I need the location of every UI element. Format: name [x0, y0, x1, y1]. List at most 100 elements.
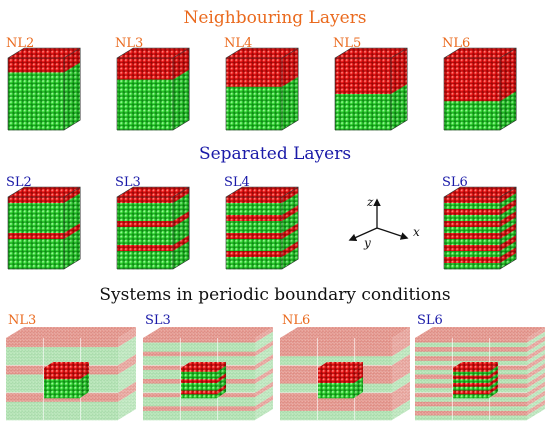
periodic-red-layer: [415, 401, 527, 407]
green-atom-layer: [117, 122, 173, 131]
periodic-side-layer: [527, 381, 545, 398]
periodic-side-layer: [255, 331, 273, 348]
green-atom-layer: [444, 115, 500, 124]
periodic-red-layer: [280, 338, 392, 348]
cube-sl4: SL4: [224, 175, 299, 270]
periodic-green-layer: [415, 351, 527, 357]
red-atom-layer: [226, 79, 282, 88]
x-axis-label: x: [413, 225, 420, 239]
central-side-layer: [354, 365, 363, 376]
green-atom-layer: [44, 390, 80, 395]
periodic-green-layer: [415, 415, 527, 421]
central-side-layer: [80, 365, 89, 376]
green-atom-layer: [181, 386, 217, 391]
central-cell: [44, 362, 89, 399]
periodic-side-layer: [255, 340, 273, 357]
green-atom-layer: [318, 386, 354, 391]
red-atom-layer: [453, 368, 489, 373]
system-label: SL3: [145, 313, 171, 328]
red-atom-layer-side: [282, 223, 299, 240]
cube-top-face: [335, 48, 408, 58]
green-atom-layer-side: [173, 223, 190, 240]
green-atom-layer-side: [173, 91, 190, 109]
green-atom-layer: [8, 101, 64, 109]
green-atom-layer: [8, 263, 64, 270]
periodic-side-layer: [118, 390, 136, 411]
green-atom-layer: [181, 375, 217, 380]
red-atom-layer-side: [173, 187, 190, 204]
green-atom-layer: [117, 94, 173, 102]
periodic-green-layer: [280, 410, 392, 421]
red-atom-layer: [226, 215, 282, 222]
central-side-layer: [489, 365, 498, 376]
central-cell: [318, 362, 363, 399]
cube-sl2: SL2: [6, 175, 81, 270]
periodic-side-layer: [527, 390, 545, 407]
green-atom-layer: [226, 108, 282, 116]
periodic-green-layer: [143, 347, 255, 352]
periodic-side-layer: [255, 386, 273, 402]
red-atom-layer: [335, 65, 391, 73]
green-atom-layer: [453, 394, 489, 399]
green-atom-layer-side: [173, 69, 190, 88]
green-atom-layer-side: [173, 253, 190, 270]
green-atom-layer: [444, 227, 500, 234]
red-atom-layer: [181, 368, 217, 373]
periodic-side-layer: [527, 395, 545, 411]
green-atom-layer-side: [500, 229, 517, 246]
green-atom-layer-side: [282, 247, 299, 264]
system-label: SL6: [442, 175, 468, 190]
central-side-layer: [80, 373, 89, 383]
red-atom-layer-side: [500, 187, 517, 204]
red-atom-layer-side: [500, 62, 517, 80]
red-atom-layer: [335, 79, 391, 88]
system-label: NL4: [224, 36, 252, 51]
periodic-red-layer: [415, 410, 527, 416]
green-atom-layer: [8, 245, 64, 252]
periodic-side-layer: [255, 349, 273, 366]
red-atom-layer-side: [64, 223, 81, 240]
y-axis-arrow: [348, 227, 378, 242]
periodic-side-layer: [255, 345, 273, 361]
green-atom-layer: [335, 94, 391, 102]
periodic-side-layer: [527, 368, 545, 384]
periodic-side-layer: [255, 368, 273, 384]
central-side-layer: [217, 384, 226, 395]
green-atom-layer-side: [64, 193, 81, 210]
periodic-red-layer: [280, 401, 392, 412]
red-atom-layer: [44, 371, 80, 376]
green-atom-layer: [8, 79, 64, 88]
central-top-face: [318, 362, 363, 368]
green-atom-layer-side: [64, 247, 81, 264]
green-atom-layer: [453, 386, 489, 391]
central-side-layer: [217, 388, 226, 398]
cube-top-face: [8, 187, 81, 197]
periodic-green-layer: [415, 342, 527, 348]
system-label: SL6: [417, 313, 443, 328]
red-atom-layer-side: [282, 69, 299, 88]
cube-top-face: [226, 48, 299, 58]
central-side-layer: [217, 377, 226, 387]
periodic-side-layer: [527, 399, 545, 416]
cube-nl5: NL5: [333, 36, 408, 131]
central-cell: [181, 362, 226, 399]
periodic-side-layer: [118, 372, 136, 393]
green-atom-layer: [117, 79, 173, 88]
green-atom-layer-side: [500, 253, 517, 270]
periodic-side-layer: [527, 354, 545, 370]
periodic-side-layer: [527, 377, 545, 393]
central-side-layer: [80, 377, 89, 387]
red-atom-layer-side: [500, 48, 517, 66]
central-side-layer: [489, 377, 498, 387]
green-atom-layer: [8, 227, 64, 234]
central-top-face: [453, 362, 498, 368]
cube-top-face: [444, 48, 517, 58]
green-atom-layer: [117, 86, 173, 95]
cube-sl6: SL6: [442, 175, 517, 270]
green-atom-layer: [8, 203, 64, 210]
periodic-green-layer: [280, 356, 392, 366]
central-side-layer: [217, 369, 226, 380]
green-atom-layer-side: [282, 76, 299, 95]
